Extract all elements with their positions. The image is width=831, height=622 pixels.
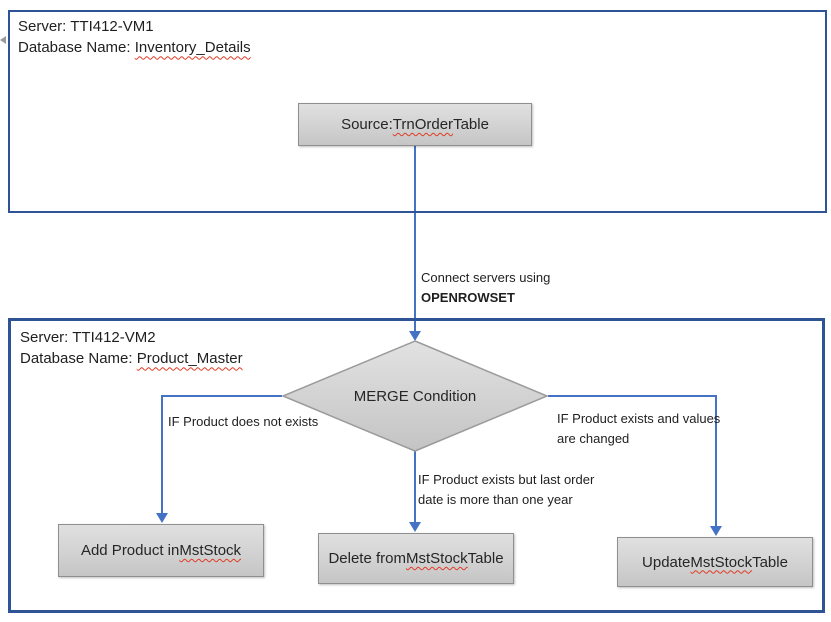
source-table-name: TrnOrder xyxy=(392,116,454,133)
connector-source-to-merge[interactable] xyxy=(414,146,416,333)
branch-left-horizontal-line[interactable] xyxy=(161,395,282,397)
connector-note-line1: Connect servers using xyxy=(421,270,551,285)
add-table-name: MstStock xyxy=(179,542,242,559)
branch-middle-condition-line2: date is more than one year xyxy=(418,491,573,507)
branch-middle-condition-line1: IF Product exists but last order xyxy=(418,472,595,487)
branch-middle-condition: IF Product exists but last order date is… xyxy=(418,470,594,509)
server2-name: Server: TTI412-VM2 xyxy=(20,329,156,346)
db2-name: Product_Master xyxy=(136,350,243,368)
delete-suffix: Table xyxy=(467,550,504,567)
diamond-shape xyxy=(281,340,549,452)
server1-database: Database Name: Inventory_Details xyxy=(18,37,251,58)
arrowhead-into-delete-icon xyxy=(409,522,421,532)
source-table-shape[interactable]: Source: TrnOrder Table xyxy=(298,103,532,146)
arrowhead-into-add-icon xyxy=(156,513,168,523)
merge-condition-label: MERGE Condition xyxy=(353,387,477,405)
branch-right-condition: IF Product exists and values are changed xyxy=(557,409,720,448)
connector-note-line2: OPENROWSET xyxy=(421,289,515,305)
arrowhead-into-merge-icon xyxy=(409,331,421,341)
update-prefix: Update xyxy=(642,553,691,571)
db2-label: Database Name: xyxy=(20,350,137,368)
delete-prefix: Delete from xyxy=(328,550,406,567)
db1-name: Inventory_Details xyxy=(134,39,251,57)
connector-note: Connect servers using OPENROWSET xyxy=(421,268,550,307)
branch-left-vertical-line[interactable] xyxy=(161,395,163,514)
server1-info: Server: TTI412-VM1 Database Name: Invent… xyxy=(18,16,251,59)
add-prefix: Add Product in xyxy=(80,542,180,559)
branch-right-condition-line2: are changed xyxy=(557,430,630,446)
server2-database: Database Name: Product_Master xyxy=(20,348,243,369)
delete-table-name: MstStock xyxy=(405,550,468,567)
server1-region[interactable] xyxy=(8,10,827,213)
branch-right-condition-line1: IF Product exists and values xyxy=(557,411,721,426)
update-suffix: Table xyxy=(752,553,788,571)
branch-right-vertical-line[interactable] xyxy=(715,395,717,527)
update-table-name: MstStock xyxy=(690,553,753,571)
branch-middle-vertical-line[interactable] xyxy=(414,450,416,522)
source-prefix: Source: xyxy=(341,116,393,133)
merge-condition-diamond[interactable]: MERGE Condition xyxy=(281,340,549,452)
add-product-shape[interactable]: Add Product in MstStock xyxy=(58,524,264,577)
source-suffix: Table xyxy=(453,116,489,133)
server1-name: Server: TTI412-VM1 xyxy=(18,18,154,35)
arrowhead-into-update-icon xyxy=(710,526,722,536)
branch-left-condition: IF Product does not exists xyxy=(168,414,319,429)
cursor-artifact-icon xyxy=(0,36,6,44)
delete-from-shape[interactable]: Delete from MstStock Table xyxy=(318,533,514,584)
server2-region[interactable] xyxy=(8,318,825,613)
server2-info: Server: TTI412-VM2 Database Name: Produc… xyxy=(20,327,243,370)
update-table-shape[interactable]: Update MstStock Table xyxy=(617,537,813,587)
branch-right-horizontal-line[interactable] xyxy=(548,395,717,397)
db1-label: Database Name: xyxy=(18,39,135,57)
